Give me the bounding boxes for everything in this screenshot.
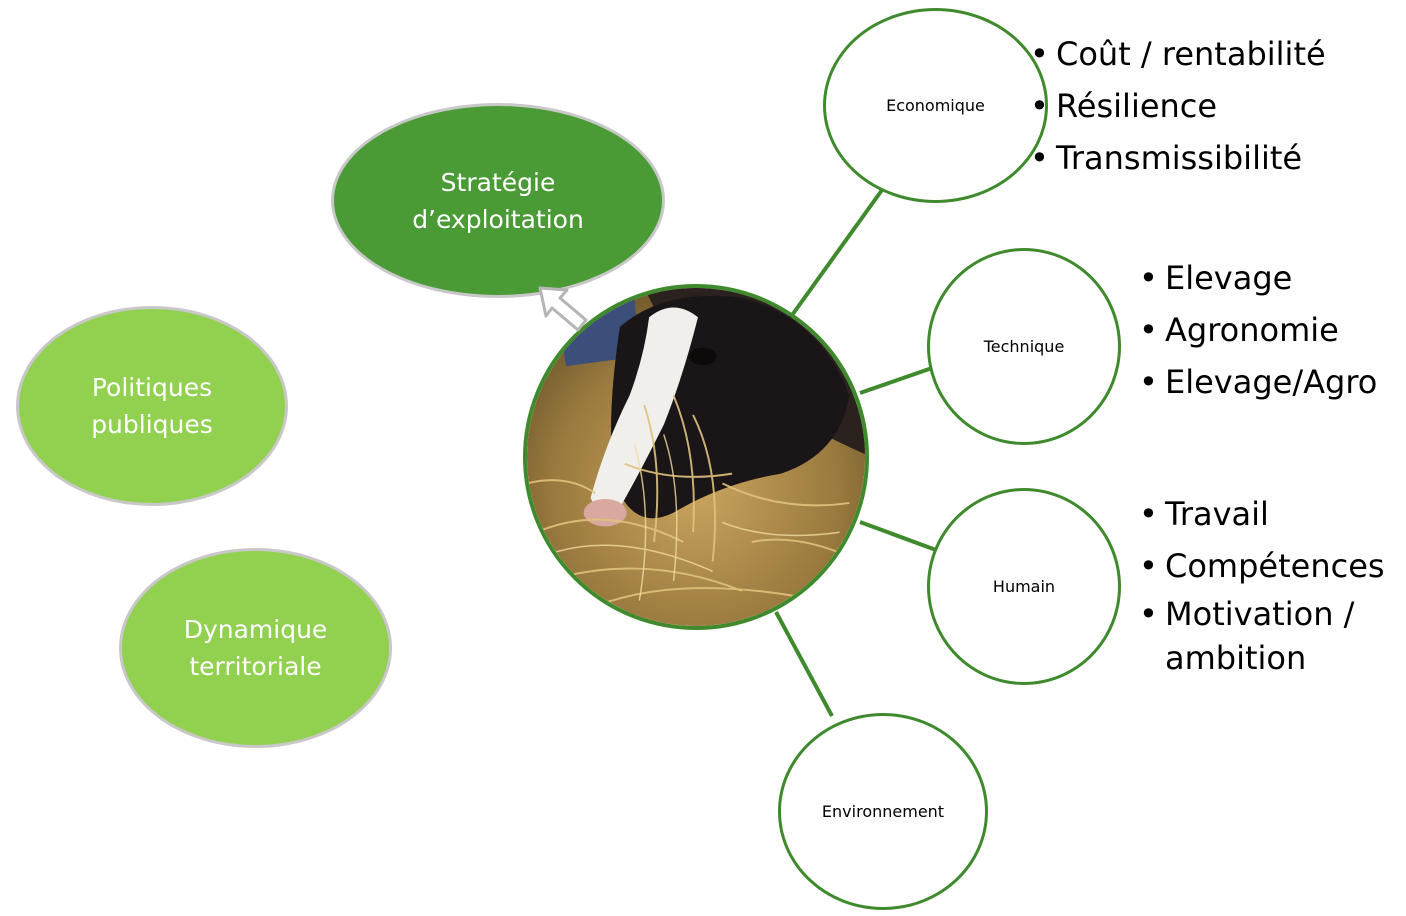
humain-bullet-list: Travail Compétences Motivation / ambitio…	[1139, 488, 1385, 680]
bullet-item: Elevage	[1139, 252, 1377, 304]
dimension-technique-circle: Technique	[927, 248, 1121, 445]
strategy-label: Stratégie d’exploitation	[412, 167, 584, 234]
bullet-item: Motivation / ambition	[1139, 592, 1385, 680]
politiques-publiques-ellipse: Politiques publiques	[16, 306, 288, 506]
bullet-item: Transmissibilité	[1030, 132, 1326, 184]
connector-economique	[788, 188, 884, 320]
cow-photo-illustration	[527, 288, 865, 626]
dimension-technique-label: Technique	[983, 337, 1065, 356]
dimension-economique-label: Economique	[886, 96, 985, 115]
bullet-item: Coût / rentabilité	[1030, 28, 1326, 80]
dimension-humain-circle: Humain	[927, 488, 1121, 685]
bullet-item: Elevage/Agro	[1139, 356, 1377, 408]
bullet-item: Travail	[1139, 488, 1385, 540]
connector-environnement	[774, 611, 834, 717]
dimension-economique-circle: Economique	[823, 8, 1048, 203]
strategy-ellipse: Stratégie d’exploitation	[331, 103, 665, 298]
connector-technique	[859, 366, 933, 395]
bullet-item: Agronomie	[1139, 304, 1377, 356]
dimension-environnement-label: Environnement	[821, 802, 945, 821]
arrow-up-left-icon	[538, 286, 588, 332]
bullet-item: Résilience	[1030, 80, 1326, 132]
technique-bullet-list: Elevage Agronomie Elevage/Agro	[1139, 252, 1377, 408]
dynamique-territoriale-ellipse: Dynamique territoriale	[119, 548, 392, 748]
dynamique-territoriale-label: Dynamique territoriale	[183, 615, 328, 681]
dimension-environnement-circle: Environnement	[778, 713, 988, 910]
bullet-item: Compétences	[1139, 540, 1385, 592]
cow-photo	[523, 284, 869, 630]
connector-humain	[859, 520, 937, 552]
economique-bullet-list: Coût / rentabilité Résilience Transmissi…	[1030, 28, 1326, 184]
dimension-humain-label: Humain	[992, 577, 1056, 596]
politiques-publiques-label: Politiques publiques	[91, 373, 213, 439]
